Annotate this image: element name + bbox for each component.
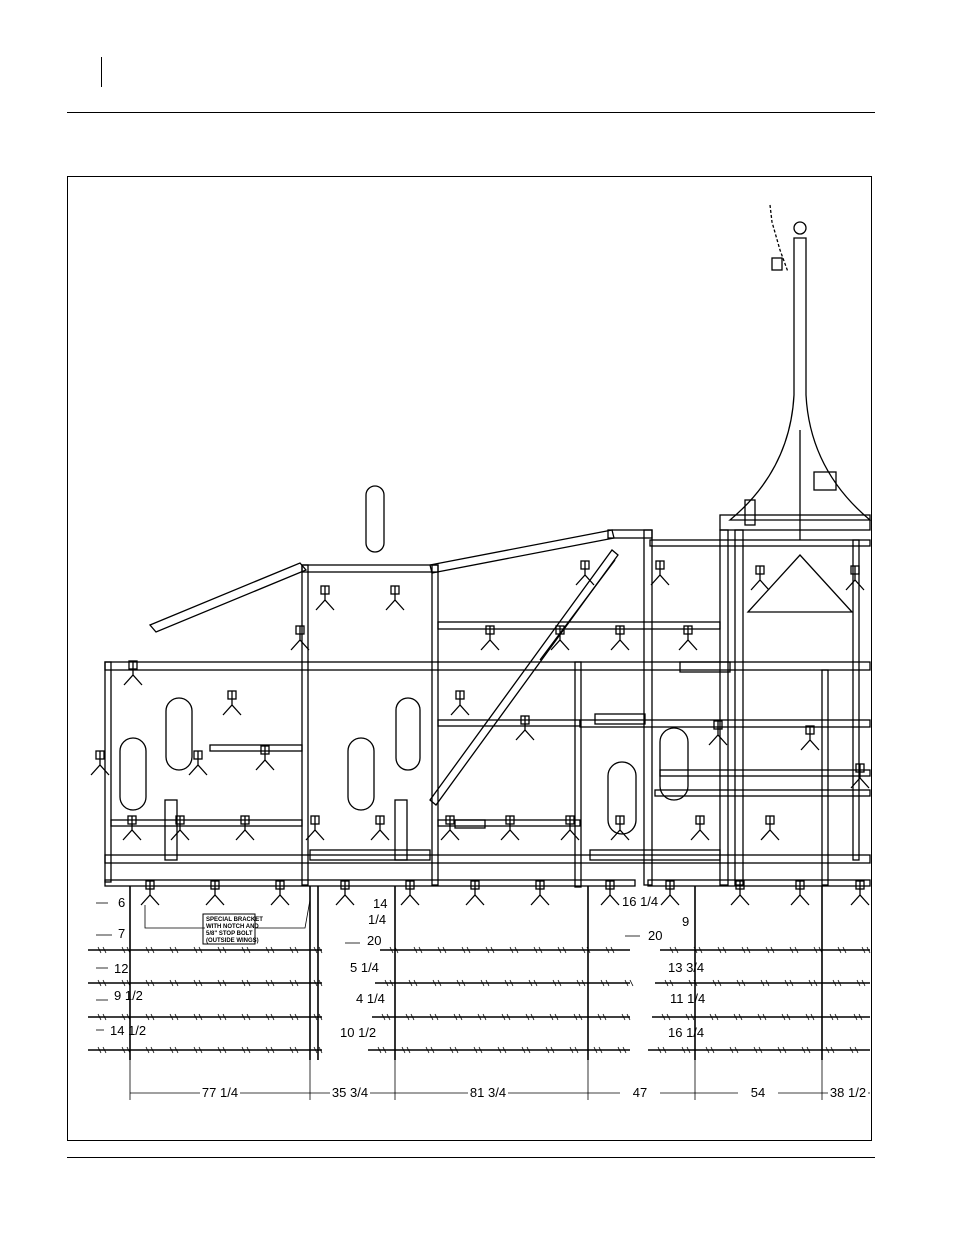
upper-dimension-label: 13 3/4 [668,960,704,975]
upper-dimension-label: 16 1/4 [668,1025,704,1040]
harrow-bars [88,886,870,1060]
bottom-dimension-label: 54 [751,1085,765,1100]
upper-dimension-label: 1/4 [368,912,386,927]
gauge-wheels [120,486,688,834]
upper-dimension-label: 7 [118,926,125,941]
upper-dimension-label: 14 1/2 [110,1023,146,1038]
note-line-4: (OUTSIDE WINGS) [206,938,259,944]
hitch-assembly [720,205,870,540]
footer-rule [67,1157,875,1158]
upper-dimension-label: 4 1/4 [356,991,385,1006]
frame-rails [105,530,870,887]
upper-dimension-label: 10 1/2 [340,1025,376,1040]
shank-sweeps [91,561,870,1053]
note-line-2: WITH NOTCH AND [206,924,259,930]
upper-dimension-label: 5 1/4 [350,960,379,975]
bottom-dimension-label: 81 3/4 [470,1085,506,1100]
note-line-3: 5/8" STOP BOLT [206,931,253,937]
upper-dimension-label: 11 1/4 [670,991,705,1006]
bottom-dimension-label: 47 [633,1085,647,1100]
upper-dimension-label: 20 [648,928,662,943]
upper-dimension-label: 14 [373,896,387,911]
upper-dimension-label: 20 [367,933,381,948]
dimension-lines [96,900,870,1100]
bottom-dimension-label: 77 1/4 [202,1085,238,1100]
upper-dimension-label: 9 [682,914,689,929]
diagonal-braces [150,530,852,805]
upper-dimension-label: 6 [118,895,125,910]
upper-dimension-label: 9 1/2 [114,988,143,1003]
bottom-dimension-label: 35 3/4 [332,1085,368,1100]
note-line-1: SPECIAL BRACKET [206,917,263,923]
bottom-dimension-label: 38 1/2 [830,1085,866,1100]
upper-dimension-label: 16 1/4 [622,894,658,909]
hydraulic-cylinders [165,662,730,860]
upper-dimension-label: 12 [114,961,128,976]
